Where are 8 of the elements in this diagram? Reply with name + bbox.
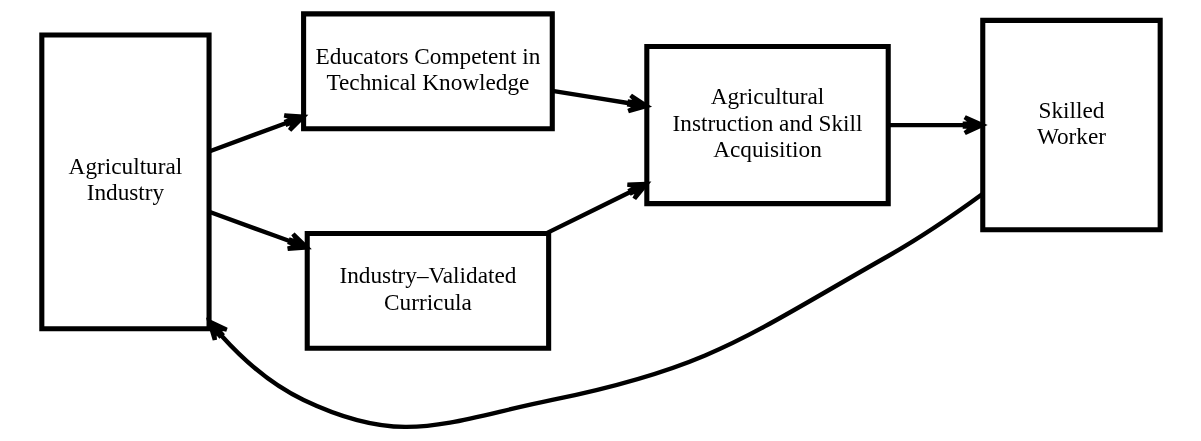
- arrow: [544, 181, 649, 236]
- node-box: Educators Competent in Technical Knowledge: [300, 11, 555, 132]
- arrow: [551, 88, 649, 114]
- arrow: [206, 192, 984, 430]
- node-box: Agricultural Industry: [38, 32, 212, 332]
- node-box: Agricultural Instruction and Skill Acquisition: [643, 44, 891, 207]
- node-box: Industry–Validated Curricula: [304, 230, 551, 351]
- node-box: Skilled Worker: [979, 17, 1163, 233]
